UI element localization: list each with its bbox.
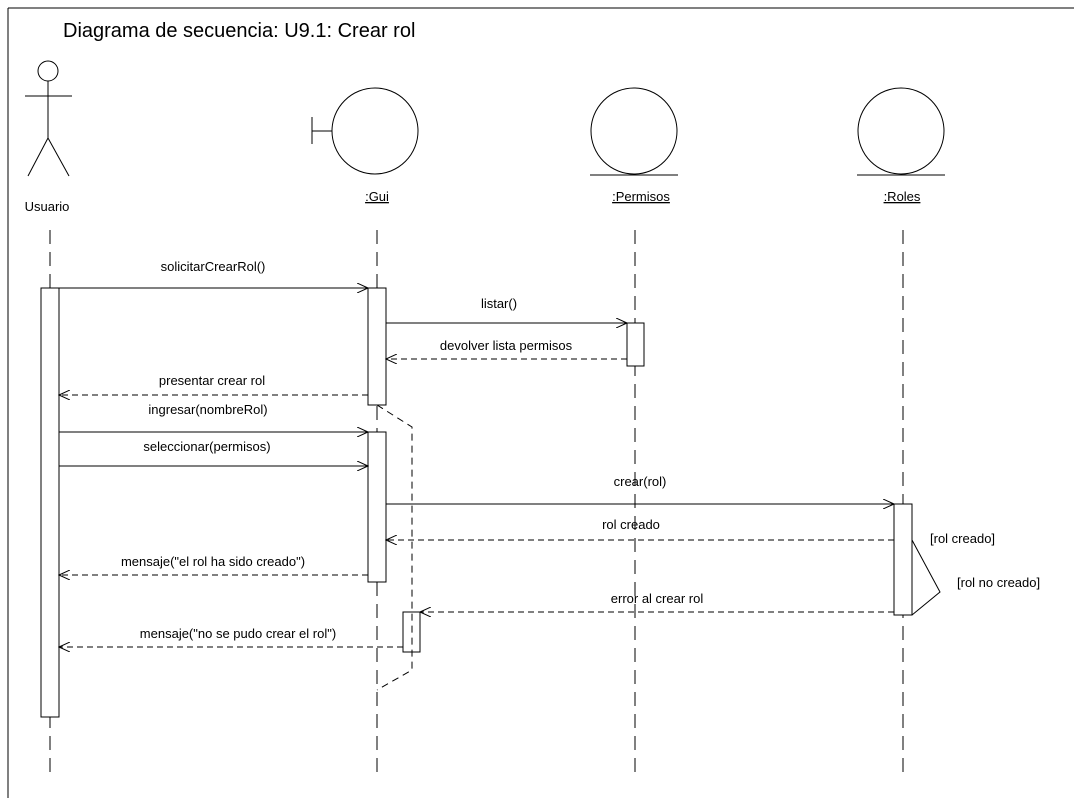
message-label-mensaje-err: mensaje("no se pudo crear el rol") <box>140 626 336 641</box>
message-label-presentar: presentar crear rol <box>159 373 265 388</box>
entity-icon <box>857 87 945 176</box>
message-label-ingresar: ingresar(nombreRol) <box>148 402 267 417</box>
activation-gui-2 <box>367 431 387 583</box>
activation-gui-1 <box>367 287 387 406</box>
entity-icon <box>590 87 678 176</box>
object-roles: :Roles <box>857 87 945 204</box>
activation-permisos <box>626 322 645 367</box>
actor-usuario: Usuario <box>25 60 72 214</box>
activation-roles <box>893 503 913 616</box>
object-gui: :Gui <box>311 87 419 204</box>
stick-figure-icon <box>25 60 72 177</box>
object-permisos: :Permisos <box>590 87 678 204</box>
message-label-solicitar: solicitarCrearRol() <box>161 259 266 274</box>
object-label-roles: :Roles <box>884 189 921 204</box>
message-label-devolver: devolver lista permisos <box>440 338 573 353</box>
message-label-mensaje-ok: mensaje("el rol ha sido creado") <box>121 554 305 569</box>
boundary-icon <box>311 87 419 175</box>
actor-label: Usuario <box>25 199 70 214</box>
object-label-gui: :Gui <box>365 189 389 204</box>
message-label-listar: listar() <box>481 296 517 311</box>
message-label-crear: crear(rol) <box>614 474 667 489</box>
object-label-permisos: :Permisos <box>612 189 670 204</box>
message-label-error: error al crear rol <box>611 591 704 606</box>
message-label-creado: rol creado <box>602 517 660 532</box>
activation-usuario <box>40 287 60 718</box>
message-label-seleccionar: seleccionar(permisos) <box>143 439 270 454</box>
branch-connector-roles <box>911 539 941 616</box>
diagram-title: Diagrama de secuencia: U9.1: Crear rol <box>63 20 415 42</box>
guard-label-fail: [rol no creado] <box>957 575 1040 590</box>
guard-label-ok: [rol creado] <box>930 531 995 546</box>
branch-connector-gui <box>376 404 413 691</box>
